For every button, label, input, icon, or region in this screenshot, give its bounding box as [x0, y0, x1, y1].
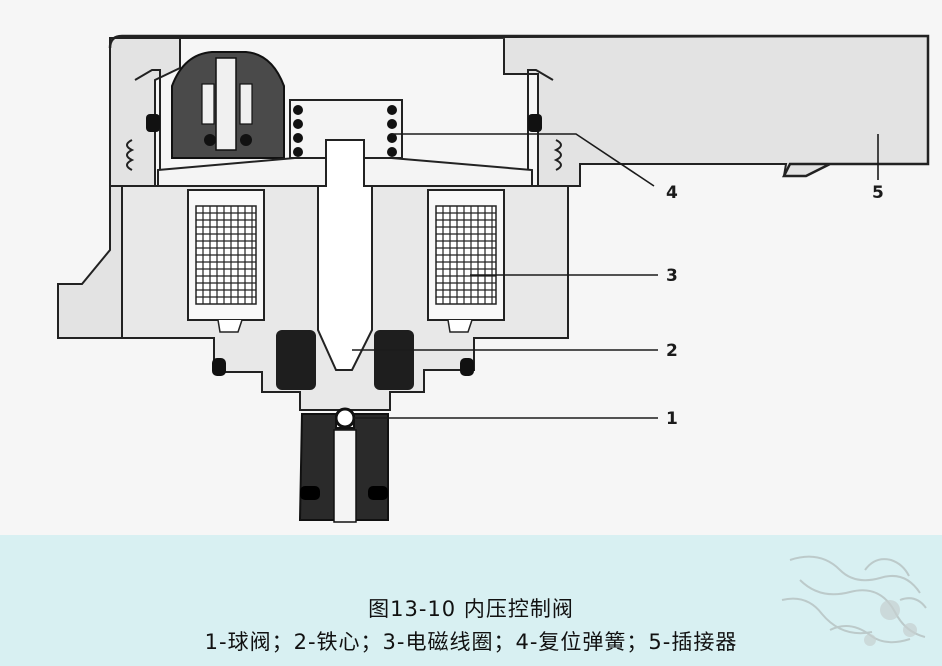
terminal-pin-slot-right [239, 83, 253, 125]
lower-o-ring-right [460, 358, 474, 376]
upper-o-ring-left [146, 114, 160, 132]
lower-o-ring-left [212, 358, 226, 376]
solenoid-coil-left [187, 189, 265, 333]
callout-2: 2 [666, 341, 678, 361]
terminal-pin [215, 57, 237, 151]
ball-valve [334, 407, 356, 429]
figure-legend: 1-球阀；2-铁心；3-电磁线圈；4-复位弹簧；5-插接器 [204, 630, 738, 654]
callout-3: 3 [666, 266, 678, 286]
callout-1: 1 [666, 409, 678, 429]
iron-core-left [276, 330, 316, 390]
connector-top-shell [108, 34, 930, 178]
outlet-bore [333, 429, 357, 523]
diagram-area: 1 2 3 4 5 [57, 34, 930, 523]
callout-4: 4 [666, 183, 678, 203]
callout-5: 5 [872, 183, 884, 203]
terminal-pin-slot-left [201, 83, 215, 125]
caption-area: 图13-10 内压控制阀 1-球阀；2-铁心；3-电磁线圈；4-复位弹簧；5-插… [0, 535, 942, 666]
iron-core-right [374, 330, 414, 390]
leader-lines [352, 133, 879, 419]
upper-o-ring-right [528, 114, 542, 132]
solenoid-coil-right [427, 189, 505, 333]
valve-cross-section: 1 2 3 4 5 [57, 34, 930, 523]
figure-title: 图13-10 内压控制阀 [368, 597, 574, 621]
mounting-flange [57, 185, 123, 339]
armature-plunger [317, 139, 373, 371]
dragon-watermark-icon [781, 555, 927, 646]
return-spring [293, 105, 397, 157]
